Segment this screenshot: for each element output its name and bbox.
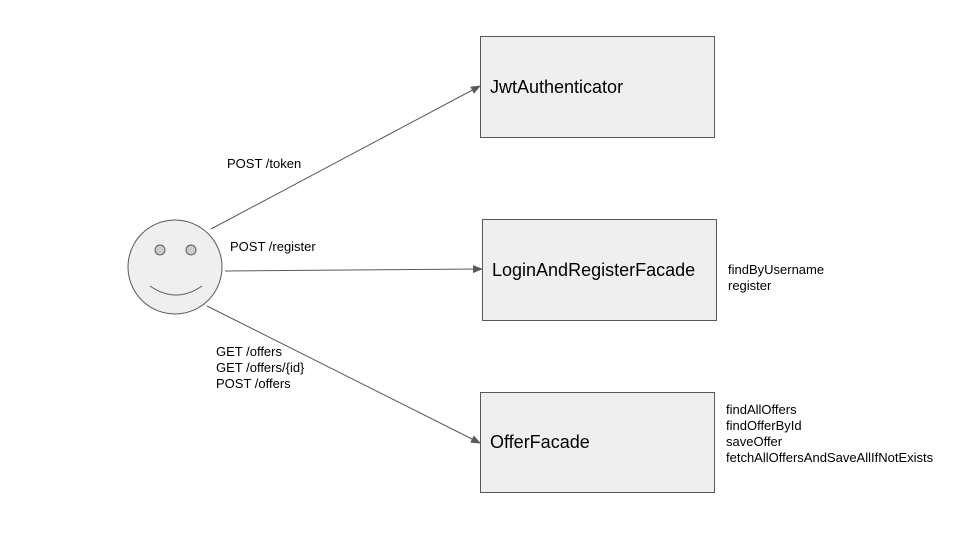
method-item: findByUsername <box>728 262 825 277</box>
endpoint-line: GET /offers/{id} <box>216 360 305 375</box>
register-endpoint-label: POST /register <box>230 239 316 255</box>
left-eye <box>154 244 166 256</box>
offer-methods-list: findAllOffers findOfferById saveOffer fe… <box>726 402 933 466</box>
method-item: saveOffer <box>726 434 783 449</box>
endpoint-line: POST /token <box>227 156 302 171</box>
offers-endpoints-label: GET /offers GET /offers/{id} POST /offer… <box>216 344 304 392</box>
smile-mouth <box>149 285 203 296</box>
smiley-face-circle <box>127 219 223 315</box>
arrow-to-login-register-facade <box>224 265 483 274</box>
offer-facade-box: OfferFacade <box>480 392 715 493</box>
endpoint-line: POST /register <box>230 239 316 254</box>
method-item: register <box>728 278 772 293</box>
endpoint-line: GET /offers <box>216 344 282 359</box>
method-item: findAllOffers <box>726 402 797 417</box>
arrow-to-offer-facade <box>206 305 481 444</box>
method-item: findOfferById <box>726 418 802 433</box>
token-endpoint-label: POST /token <box>227 156 301 172</box>
login-register-facade-box: LoginAndRegisterFacade <box>482 219 717 321</box>
offer-facade-title: OfferFacade <box>490 432 590 452</box>
jwt-authenticator-title: JwtAuthenticator <box>490 76 624 97</box>
endpoint-line: POST /offers <box>216 376 291 391</box>
arrow-to-jwt-authenticator <box>210 85 481 230</box>
method-item: fetchAllOffersAndSaveAllIfNotExists <box>726 450 934 465</box>
login-register-methods-list: findByUsername register <box>728 262 824 294</box>
user-actor-smiley-icon <box>127 219 223 315</box>
login-register-facade-title: LoginAndRegisterFacade <box>492 259 696 280</box>
right-eye <box>185 244 197 256</box>
jwt-authenticator-box: JwtAuthenticator <box>480 36 715 138</box>
